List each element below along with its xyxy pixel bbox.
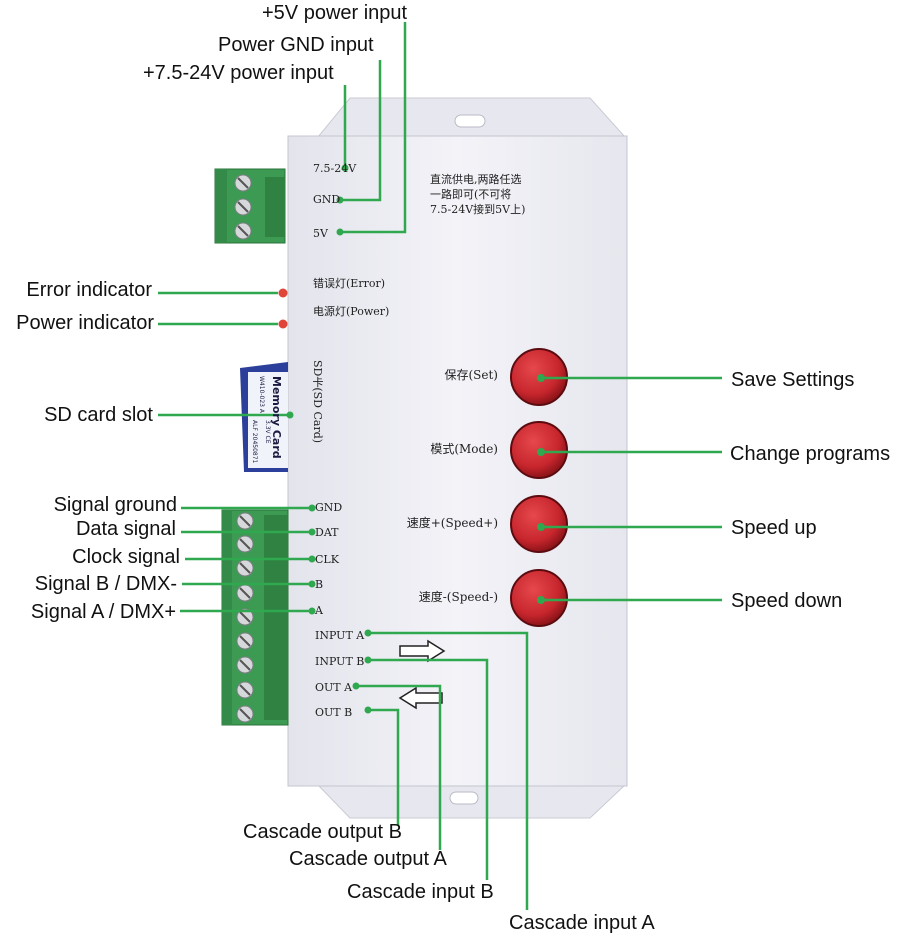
leader-lines bbox=[158, 22, 722, 910]
callout-power-gnd-input: Power GND input bbox=[218, 34, 374, 56]
label-input-a: INPUT A bbox=[315, 629, 365, 642]
controller-housing bbox=[287, 135, 628, 787]
label-error-led: 错误灯(Error) bbox=[313, 277, 386, 290]
label-a: A bbox=[315, 604, 323, 617]
callout-24v-power-input: +7.5-24V power input bbox=[143, 62, 334, 84]
callout-sd-card-slot: SD card slot bbox=[44, 404, 153, 426]
sd-card bbox=[240, 362, 288, 472]
label-5v: 5V bbox=[313, 227, 328, 240]
callout-speed-down: Speed down bbox=[731, 590, 843, 612]
label-set-button: 保存(Set) bbox=[444, 368, 498, 382]
callout-signal-ground: Signal ground bbox=[53, 494, 177, 516]
callout-signal-b: Signal B / DMX- bbox=[34, 573, 177, 595]
label-input-b: INPUT B bbox=[315, 655, 365, 668]
power-note: 直流供电,两路任选 一路即可(不可将 7.5-24V接到5V上) bbox=[430, 172, 525, 217]
label-dat: DAT bbox=[315, 526, 339, 539]
callout-save-settings: Save Settings bbox=[731, 369, 855, 391]
label-out-a: OUT A bbox=[315, 681, 353, 694]
callout-5v-power-input: +5V power input bbox=[262, 2, 408, 24]
callout-change-programs: Change programs bbox=[730, 443, 891, 465]
label-mode-button: 模式(Mode) bbox=[430, 442, 498, 456]
power-note-line-3: 7.5-24V接到5V上) bbox=[430, 203, 526, 216]
label-sd-card: SD卡(SD Card) bbox=[311, 360, 324, 444]
label-power-led: 电源灯(Power) bbox=[313, 305, 390, 318]
callout-cascade-output-a: Cascade output A bbox=[289, 848, 447, 870]
callout-signal-a: Signal A / DMX+ bbox=[30, 601, 176, 623]
leader-dots bbox=[286, 164, 545, 714]
sd-card-line-2: 3.3V CE bbox=[264, 420, 271, 444]
callout-speed-up: Speed up bbox=[731, 517, 817, 539]
power-note-line-1: 直流供电,两路任选 bbox=[430, 173, 522, 186]
callout-cascade-input-a: Cascade input A bbox=[509, 912, 655, 934]
bottom-mounting-slot bbox=[449, 791, 479, 805]
label-gnd-signal: GND bbox=[315, 501, 343, 514]
signal-terminal-block bbox=[221, 509, 289, 726]
label-out-b: OUT B bbox=[315, 706, 353, 719]
input-direction-arrow bbox=[399, 639, 446, 663]
callout-cascade-input-b: Cascade input B bbox=[347, 881, 494, 903]
power-led bbox=[278, 319, 288, 329]
label-b: B bbox=[315, 578, 324, 591]
sd-card-title: Memory Card bbox=[270, 376, 283, 459]
output-direction-arrow bbox=[398, 686, 443, 710]
callout-error-indicator: Error indicator bbox=[26, 279, 152, 301]
callout-data-signal: Data signal bbox=[75, 518, 176, 540]
top-mounting-slot bbox=[454, 114, 486, 128]
label-speed-minus-button: 速度-(Speed-) bbox=[418, 590, 498, 604]
error-led bbox=[278, 288, 288, 298]
power-note-line-2: 一路即可(不可将 bbox=[430, 188, 512, 201]
sd-card-line-1: W410-023 A bbox=[258, 376, 265, 414]
sd-card-line-3: ALF 20450871 bbox=[251, 420, 258, 464]
label-gnd-power: GND bbox=[313, 193, 341, 206]
callout-cascade-output-b: Cascade output B bbox=[243, 821, 402, 843]
callout-clock-signal: Clock signal bbox=[72, 546, 180, 568]
label-7-5-24v: 7.5-24V bbox=[313, 162, 357, 175]
label-speed-plus-button: 速度+(Speed+) bbox=[406, 516, 498, 530]
power-terminal-block bbox=[214, 168, 286, 244]
label-clk: CLK bbox=[315, 553, 339, 566]
callout-power-indicator: Power indicator bbox=[16, 312, 154, 334]
